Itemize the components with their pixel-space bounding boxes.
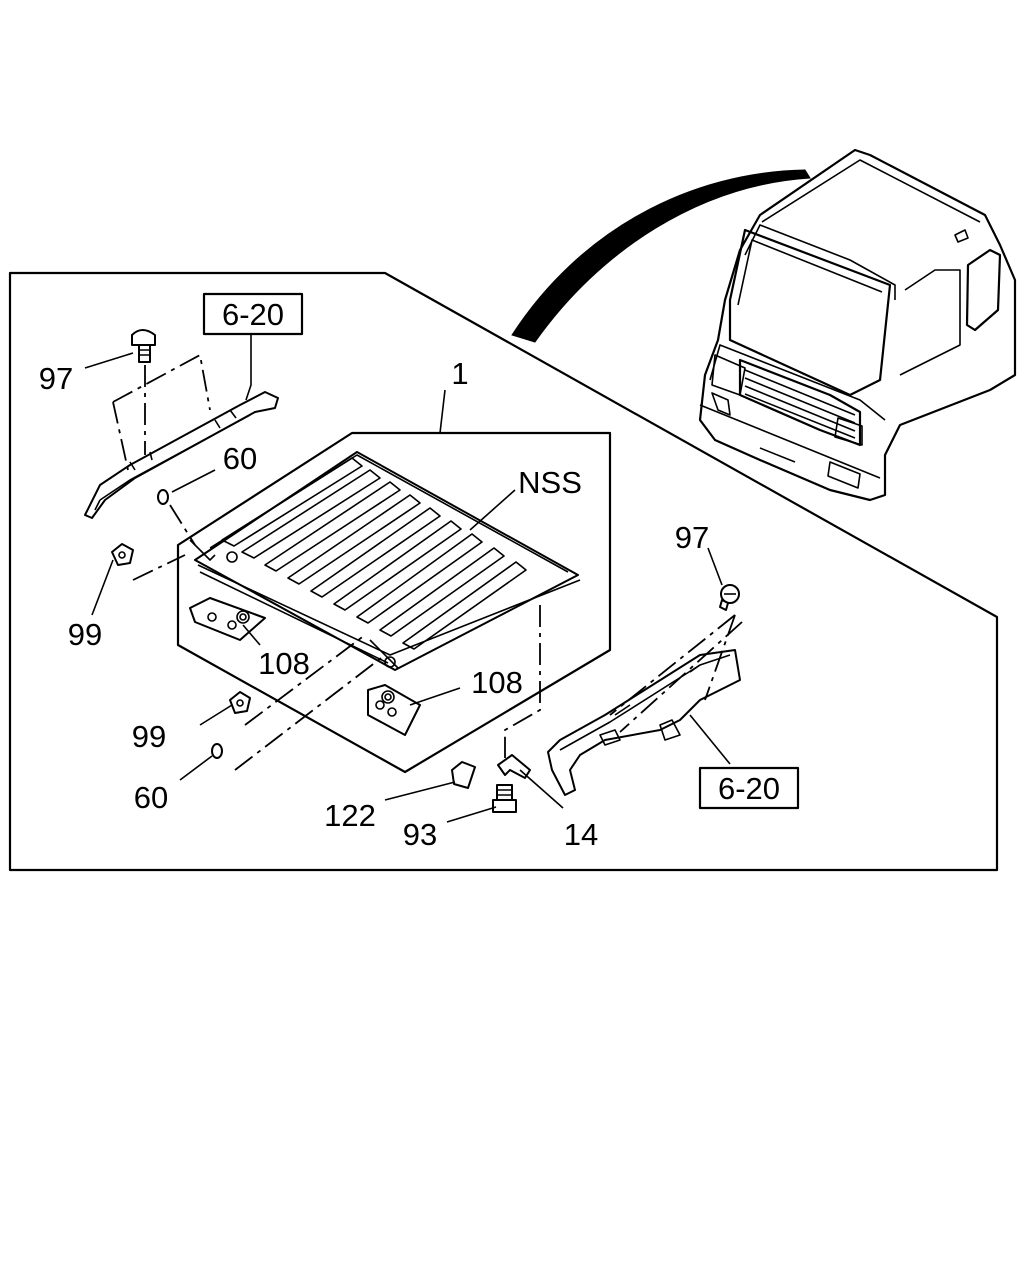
label-part-1: 1 <box>451 356 468 391</box>
bolt-93 <box>492 784 517 813</box>
ref-box-right <box>698 766 800 810</box>
label-clip-14: 14 <box>564 817 598 852</box>
roof-panel-icon <box>189 451 581 671</box>
leader-arc <box>511 169 811 343</box>
label-bracket-108-left: 108 <box>258 646 310 681</box>
label-nss: NSS <box>518 465 582 500</box>
label-ref-top-left: 6-20 <box>222 297 284 332</box>
label-bolt-93: 93 <box>403 817 437 852</box>
nut-99-top <box>111 543 134 566</box>
label-plug-60-bottom: 60 <box>134 780 168 815</box>
label-nut-99-bottom: 99 <box>132 719 166 754</box>
bracket-108-right <box>367 684 421 736</box>
alignment-lines <box>112 353 743 771</box>
label-bracket-108-right: 108 <box>471 665 523 700</box>
plug-60-top <box>157 489 169 505</box>
plug-60-bottom <box>211 743 223 759</box>
label-ref-right: 6-20 <box>718 771 780 806</box>
label-screw-97-left: 97 <box>39 361 73 396</box>
ref-box-top-left <box>202 292 304 336</box>
roof-panel-outline <box>176 431 612 774</box>
bracket-108-left <box>189 597 266 641</box>
rail-left <box>84 391 279 519</box>
label-pad-122: 122 <box>324 798 376 833</box>
screw-97-left <box>131 329 156 363</box>
pad-122 <box>451 761 476 789</box>
leader-lines <box>84 333 731 823</box>
label-screw-97-right: 97 <box>675 520 709 555</box>
truck-cab-icon <box>698 148 1017 502</box>
screw-97-right <box>719 584 740 611</box>
detail-frame <box>8 271 999 872</box>
label-plug-60-top: 60 <box>223 441 257 476</box>
nut-99-bottom <box>229 691 251 714</box>
label-nut-99-top: 99 <box>68 617 102 652</box>
rail-right <box>547 649 741 796</box>
